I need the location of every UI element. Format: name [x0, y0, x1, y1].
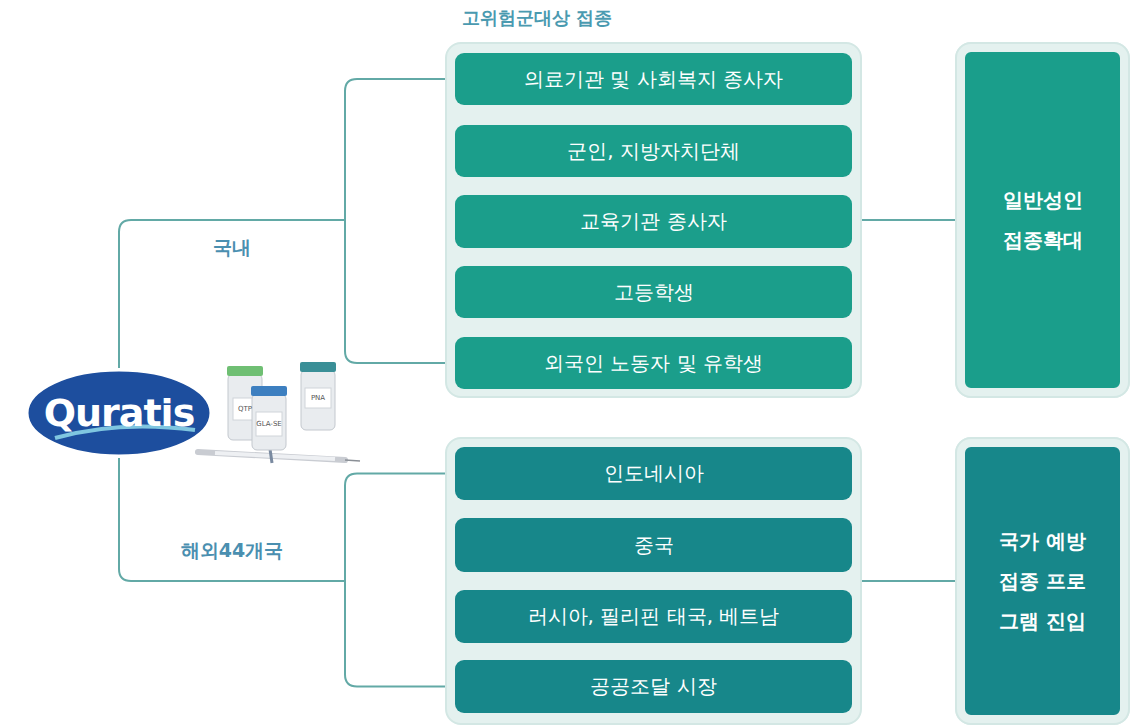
group-heading: 고위험군대상 접종	[407, 6, 667, 30]
process-box: 외국인 노동자 및 유학생	[455, 337, 852, 389]
node-text: 일반성인 접종확대	[995, 180, 1090, 260]
vial-label: QTP	[238, 405, 252, 413]
node-text: 러시아, 필리핀 태국, 베트남	[528, 603, 780, 630]
node-text: 인도네시아	[604, 460, 704, 487]
node-text: 군인, 지방자치단체	[567, 138, 740, 165]
node-text: 교육기관 종사자	[580, 208, 726, 235]
vial-label: PNA	[311, 394, 325, 402]
process-box: 교육기관 종사자	[455, 195, 852, 248]
process-box: 러시아, 필리핀 태국, 베트남	[455, 590, 852, 643]
group-panel: 인도네시아중국러시아, 필리핀 태국, 베트남공공조달 시장	[445, 437, 862, 725]
connector-line	[119, 79, 445, 368]
result-box: 국가 예방접종 프로그램 진입	[955, 437, 1130, 725]
result-box: 일반성인 접종확대	[955, 42, 1130, 398]
process-box: 중국	[455, 518, 852, 572]
vial-label: GLA-SE	[256, 420, 282, 428]
node-text: Quratis	[44, 391, 195, 435]
node-text: 의료기관 및 사회복지 종사자	[524, 66, 783, 93]
edge-label: 국내	[213, 235, 251, 261]
node-text: 중국	[634, 532, 674, 559]
process-box: 군인, 지방자치단체	[455, 125, 852, 177]
node-text: 외국인 노동자 및 유학생	[544, 350, 763, 377]
process-box: 인도네시아	[455, 447, 852, 500]
connector-line	[862, 580, 955, 582]
edge-label: 해외44개국	[181, 538, 283, 564]
node-text: 국가 예방접종 프로그램 진입	[995, 521, 1090, 641]
connector-line	[862, 219, 955, 221]
node-text: 고등학생	[614, 279, 694, 306]
node-text: 공공조달 시장	[590, 673, 716, 700]
syringe	[198, 449, 360, 463]
process-box: 공공조달 시장	[455, 660, 852, 713]
vial	[300, 362, 336, 430]
group-panel: 고위험군대상 접종의료기관 및 사회복지 종사자군인, 지방자치단체교육기관 종…	[445, 42, 862, 398]
process-box: 의료기관 및 사회복지 종사자	[455, 53, 852, 105]
connector-line	[119, 458, 445, 687]
vial	[251, 386, 287, 450]
logo-ellipse: Quratis	[25, 368, 213, 458]
process-box: 고등학생	[455, 266, 852, 318]
